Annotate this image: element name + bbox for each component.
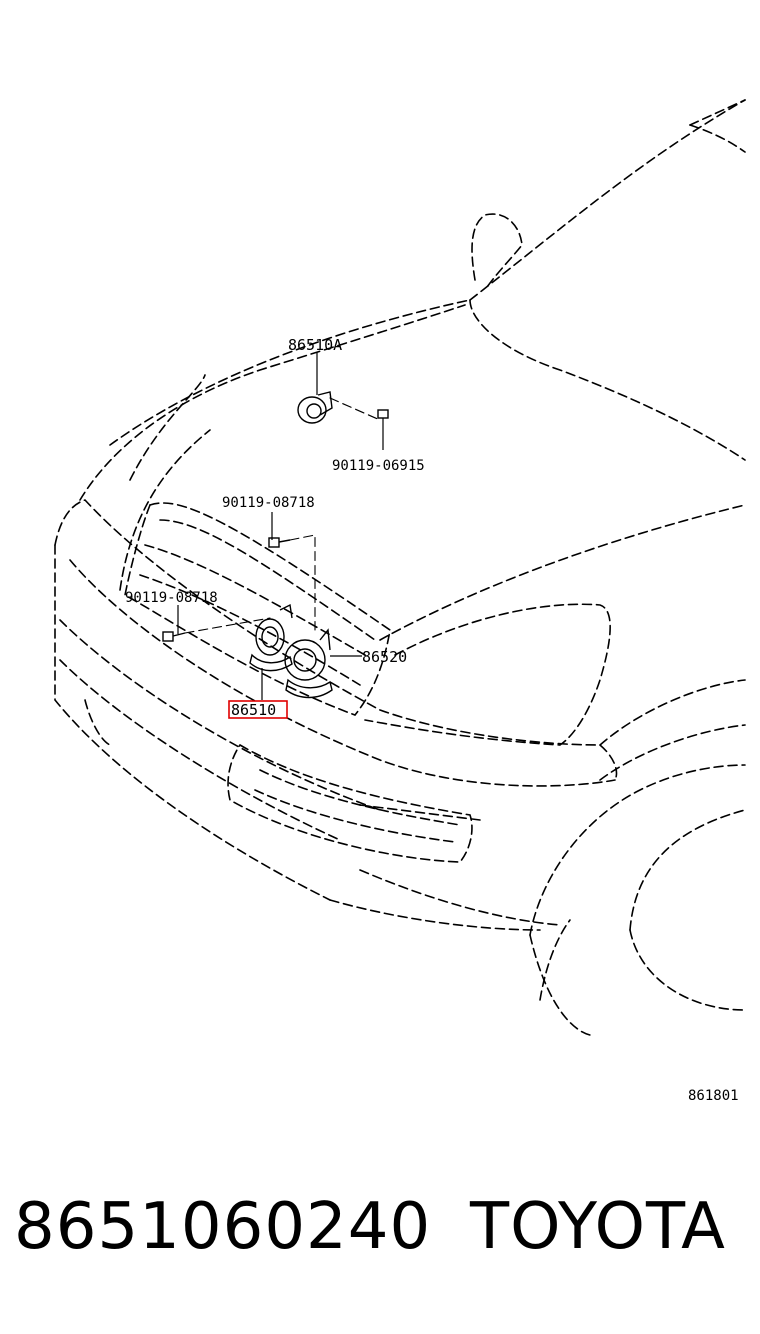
bolt-icons	[162, 534, 316, 642]
callout-86510: 86510	[231, 701, 276, 719]
leader-lines	[177, 352, 362, 700]
callout-86520: 86520	[362, 648, 407, 666]
callout-90119-06915: 90119-06915	[332, 458, 425, 474]
figure-id: 861801	[688, 1088, 739, 1104]
highlighted-part-callout: 86510	[228, 700, 288, 719]
vehicle-outline	[54, 99, 746, 1036]
horn-86510-icon	[249, 603, 293, 672]
exploded-parts-diagram: 86510A 90119-06915 90119-08718 90119-087…	[54, 99, 746, 1104]
callout-86510a: 86510A	[288, 336, 342, 354]
part-number: 8651060240	[14, 1190, 432, 1264]
highlight-box	[228, 700, 288, 719]
brand-name: TOYOTA	[470, 1190, 726, 1264]
horn-86510a-icon	[297, 391, 389, 450]
callout-90119-08718-upper: 90119-08718	[222, 495, 315, 511]
callout-90119-08718-lower: 90119-08718	[125, 590, 218, 606]
